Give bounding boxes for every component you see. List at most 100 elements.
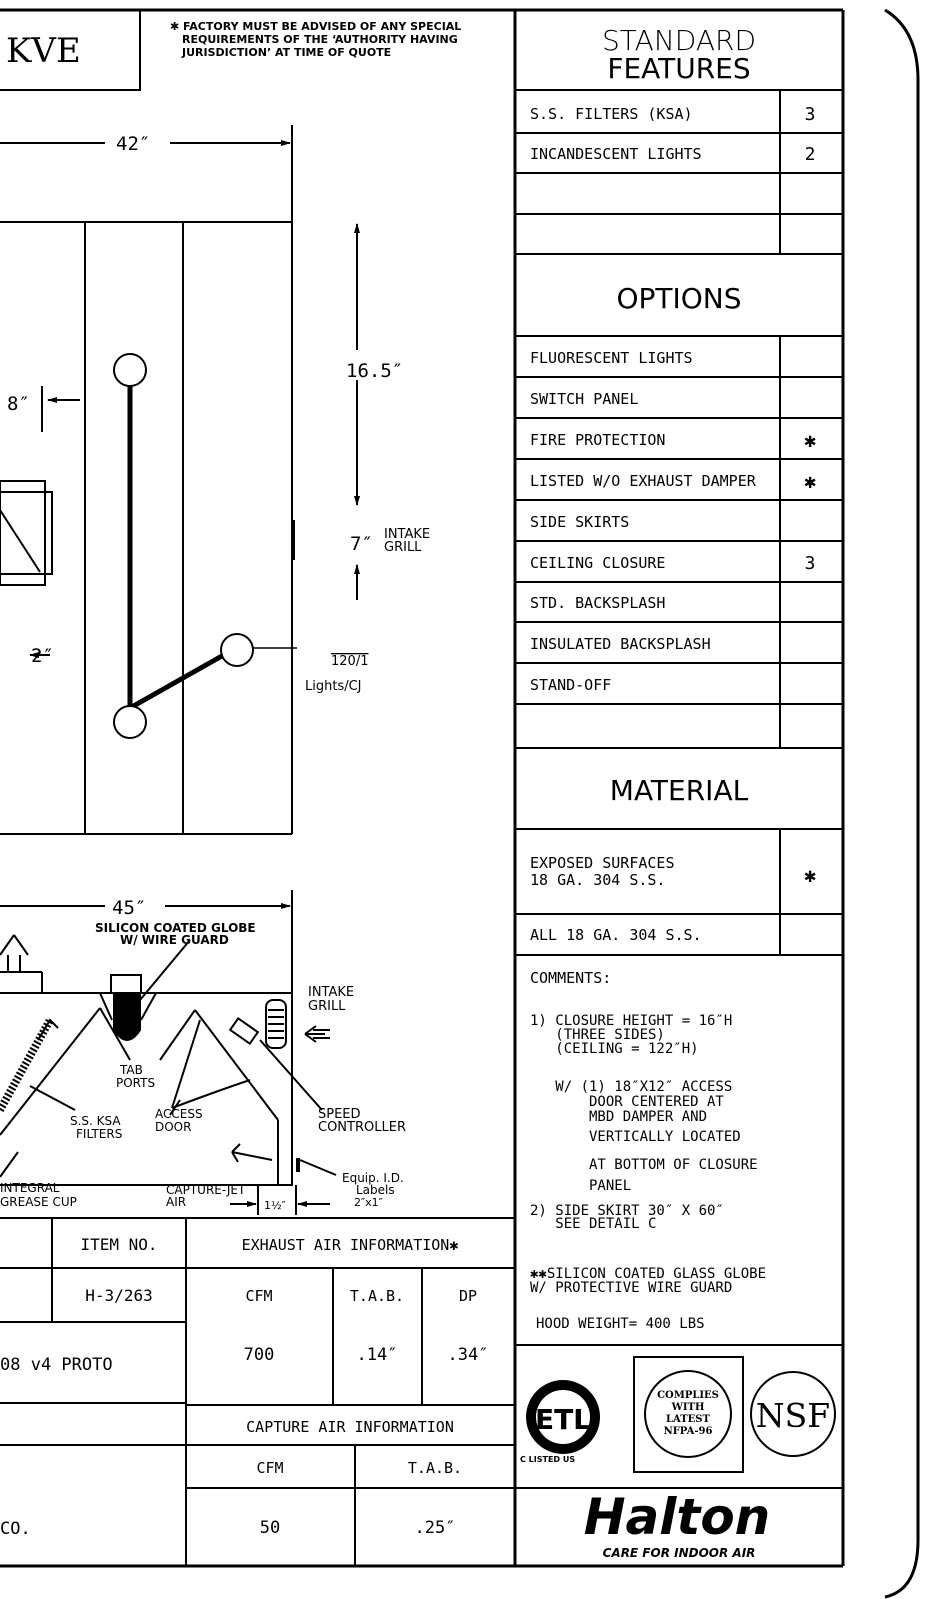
item-no-value: H-3/263 (85, 1286, 152, 1305)
svg-text:S.S. FILTERS (KSA): S.S. FILTERS (KSA) (530, 105, 693, 123)
company-fragment: CO. (0, 1519, 31, 1539)
svg-text:DOOR CENTERED AT: DOOR CENTERED AT (530, 1094, 724, 1110)
svg-text:NFPA-96: NFPA-96 (664, 1426, 713, 1437)
svg-text:Equip. I.D.: Equip. I.D. (342, 1171, 404, 1185)
svg-text:W/ PROTECTIVE WIRE GUARD: W/ PROTECTIVE WIRE GUARD (530, 1280, 732, 1296)
factory-note: ✱ FACTORY MUST BE ADVISED OF ANY SPECIAL… (170, 20, 461, 59)
comments-heading: COMMENTS: (530, 969, 611, 987)
svg-text:GRILL: GRILL (308, 999, 346, 1014)
halton-logo: Halton CARE FOR INDOOR AIR (584, 1488, 771, 1560)
svg-text:PORTS: PORTS (116, 1076, 155, 1090)
brand-tagline: CARE FOR INDOOR AIR (603, 1546, 756, 1560)
item-no-header: ITEM NO. (80, 1235, 157, 1254)
plan-view (0, 125, 360, 835)
svg-text:2″: 2″ (31, 645, 54, 667)
capture-header: CAPTURE AIR INFORMATION (246, 1418, 454, 1436)
svg-text:2) SIDE SKIRT 30″ X 60″: 2) SIDE SKIRT 30″ X 60″ (530, 1203, 724, 1219)
title-fragment: KVE (6, 31, 81, 71)
svg-text:SPEED: SPEED (318, 1107, 361, 1122)
plan-light-fixtures (113, 353, 297, 739)
section-view (0, 890, 337, 1215)
svg-text:SWITCH PANEL: SWITCH PANEL (530, 390, 638, 408)
svg-text:DOOR: DOOR (155, 1120, 191, 1134)
svg-text:CAPTURE-JET: CAPTURE-JET (166, 1183, 246, 1197)
svg-text:120/1: 120/1 (331, 654, 368, 669)
svg-text:CFM: CFM (256, 1459, 283, 1477)
svg-text:✱: ✱ (804, 428, 816, 452)
svg-text:VERTICALLY LOCATED: VERTICALLY LOCATED (530, 1129, 741, 1145)
svg-text:SIDE SKIRTS: SIDE SKIRTS (530, 513, 629, 531)
svg-text:AIR: AIR (166, 1195, 186, 1209)
exhaust-tab: .14″ (357, 1345, 398, 1365)
svg-text:3: 3 (805, 553, 816, 574)
material-heading: MATERIAL (610, 774, 749, 807)
material: MATERIAL EXPOSED SURFACES 18 GA. 304 S.S… (530, 774, 816, 944)
svg-text:COMPLIES: COMPLIES (657, 1390, 719, 1401)
svg-text:2″x1″: 2″x1″ (354, 1196, 383, 1209)
title-box: KVE (0, 9, 141, 91)
svg-text:PANEL: PANEL (530, 1178, 631, 1194)
svg-text:Lights/CJ: Lights/CJ (305, 679, 362, 694)
svg-text:45″: 45″ (112, 897, 146, 919)
svg-text:INTEGRAL: INTEGRAL (0, 1181, 60, 1195)
svg-text:ETL: ETL (535, 1403, 591, 1436)
svg-text:Labels: Labels (356, 1183, 395, 1197)
sheet-frame (0, 8, 920, 1599)
svg-text:C LISTED US: C LISTED US (520, 1455, 575, 1464)
svg-text:CEILING CLOSURE: CEILING CLOSURE (530, 554, 665, 572)
svg-text:T.A.B.: T.A.B. (408, 1459, 462, 1477)
options: OPTIONS FLUORESCENT LIGHTS SWITCH PANEL … (530, 282, 816, 694)
svg-text:3: 3 (805, 104, 816, 125)
svg-text:S.S. KSA: S.S. KSA (70, 1114, 121, 1128)
svg-text:18 GA. 304 S.S.: 18 GA. 304 S.S. (530, 871, 665, 889)
svg-text:MBD DAMPER AND: MBD DAMPER AND (530, 1109, 707, 1125)
svg-text:42″: 42″ (116, 133, 150, 155)
svg-text:T.A.B.: T.A.B. (350, 1287, 404, 1305)
right-panel-grid (515, 89, 843, 1489)
svg-text:8″: 8″ (7, 393, 30, 415)
capture-tab: .25″ (415, 1518, 456, 1538)
standard-features-heading: STANDARD (602, 24, 756, 57)
svg-text:(CEILING = 122″H): (CEILING = 122″H) (530, 1041, 699, 1057)
svg-text:CONTROLLER: CONTROLLER (318, 1120, 406, 1135)
svg-text:INSULATED BACKSPLASH: INSULATED BACKSPLASH (530, 635, 711, 653)
svg-text:FLUORESCENT LIGHTS: FLUORESCENT LIGHTS (530, 349, 693, 367)
svg-text:JURISDICTION’ AT TIME OF QUOTE: JURISDICTION’ AT TIME OF QUOTE (181, 46, 391, 59)
svg-text:ACCESS: ACCESS (155, 1107, 203, 1121)
svg-text:✱: ✱ (804, 469, 816, 493)
model-fragment: 08 v4 PROTO (0, 1355, 113, 1375)
svg-text:✱✱SILICON COATED GLASS GLOBE: ✱✱SILICON COATED GLASS GLOBE (530, 1266, 766, 1282)
svg-text:W/ WIRE GUARD: W/ WIRE GUARD (120, 933, 229, 947)
svg-text:✱: ✱ (804, 863, 816, 887)
exhaust-header: EXHAUST AIR INFORMATION✱ (242, 1236, 459, 1254)
light-globe-icon (220, 633, 254, 667)
bottom-info-text: ITEM NO. H-3/263 08 v4 PROTO CO. EXHAUST… (0, 1235, 488, 1539)
svg-text:LISTED W/O EXHAUST DAMPER: LISTED W/O EXHAUST DAMPER (530, 472, 757, 490)
svg-text:LATEST: LATEST (666, 1414, 711, 1425)
svg-text:WITH: WITH (671, 1402, 705, 1413)
svg-text:2: 2 (805, 144, 816, 165)
svg-text:FIRE PROTECTION: FIRE PROTECTION (530, 431, 665, 449)
svg-text:EXPOSED SURFACES: EXPOSED SURFACES (530, 854, 675, 872)
svg-text:FILTERS: FILTERS (76, 1127, 122, 1141)
svg-text:SEE DETAIL C: SEE DETAIL C (530, 1216, 656, 1232)
svg-text:7″: 7″ (350, 533, 373, 555)
etl-logo-icon: ETL C LISTED US (520, 1380, 600, 1464)
bottom-info-table (0, 1217, 515, 1566)
svg-text:(THREE SIDES): (THREE SIDES) (530, 1027, 665, 1043)
plan-dimension-labels: 8″ 16.5″ 7″ INTAKE GRILL 2″ 42″ 120/1 Li… (7, 133, 430, 694)
svg-text:GRILL: GRILL (384, 540, 422, 555)
svg-text:STD. BACKSPLASH: STD. BACKSPLASH (530, 594, 665, 612)
capture-cfm: 50 (260, 1518, 280, 1538)
svg-text:CFM: CFM (245, 1287, 272, 1305)
svg-text:INTAKE: INTAKE (308, 985, 354, 1000)
svg-text:TAB: TAB (119, 1063, 143, 1077)
svg-text:NSF: NSF (756, 1396, 830, 1435)
exhaust-dp: .34″ (448, 1345, 489, 1365)
svg-text:1) CLOSURE HEIGHT = 16″H: 1) CLOSURE HEIGHT = 16″H (530, 1013, 732, 1029)
svg-text:16.5″: 16.5″ (346, 360, 403, 382)
svg-text:INCANDESCENT LIGHTS: INCANDESCENT LIGHTS (530, 145, 702, 163)
certification-logos: ETL C LISTED US COMPLIES WITH LATEST NFP… (520, 1356, 836, 1473)
svg-text:ALL 18 GA. 304 S.S.: ALL 18 GA. 304 S.S. (530, 926, 702, 944)
